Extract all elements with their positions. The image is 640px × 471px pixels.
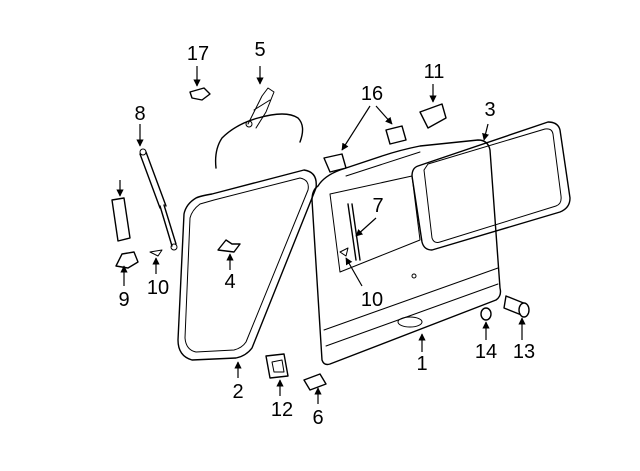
liftgate-glass xyxy=(411,121,571,251)
lock-cylinder xyxy=(503,295,530,318)
handle-bezel xyxy=(265,353,289,379)
screw-left xyxy=(149,249,163,257)
callout-10-center: 10 xyxy=(360,289,384,311)
clip-part xyxy=(189,87,211,101)
callout-16: 17 xyxy=(186,43,210,65)
strut-cover xyxy=(111,197,131,242)
callout-13: 13 xyxy=(512,341,536,363)
callout-4: 4 xyxy=(224,271,236,293)
callout-9: 9 xyxy=(118,289,130,311)
liftgate-hinges xyxy=(323,125,407,173)
callout-1: 1 xyxy=(416,353,428,375)
screw-center xyxy=(339,247,349,257)
leader-lines xyxy=(116,66,526,404)
callout-7: 7 xyxy=(372,195,384,217)
callout-8: 8 xyxy=(134,103,146,125)
cover-cap xyxy=(115,251,139,269)
grommet xyxy=(480,307,492,321)
callout-6: 6 xyxy=(312,407,324,429)
liftgate-panel xyxy=(311,139,502,366)
callout-10-left: 10 xyxy=(146,277,170,299)
wiper-component xyxy=(347,203,361,261)
weatherstrip-seal xyxy=(177,169,317,361)
callout-12: 12 xyxy=(270,399,294,421)
bracket xyxy=(217,239,241,253)
latch xyxy=(303,373,327,391)
callout-5: 5 xyxy=(254,39,266,61)
callout-11: 11 xyxy=(423,61,445,83)
hinge-cover xyxy=(419,103,447,129)
callout-2: 2 xyxy=(232,381,244,403)
callout-15: 16 xyxy=(360,83,384,105)
gas-strut xyxy=(139,148,178,251)
wiring-harness xyxy=(214,87,304,169)
callout-14: 14 xyxy=(474,341,498,363)
callout-3: 3 xyxy=(484,99,496,121)
